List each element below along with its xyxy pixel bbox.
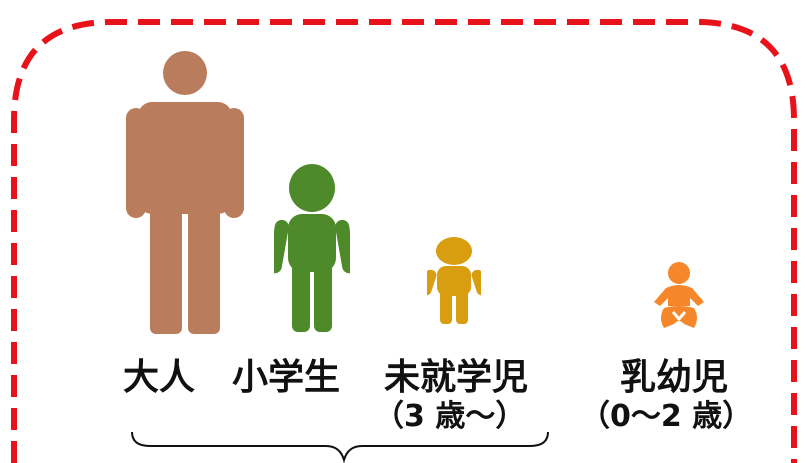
adult-person-icon [126, 51, 244, 334]
label-infant-age: （0～2 歳） [580, 399, 753, 434]
label-adult: 大人 [123, 357, 196, 398]
infant-baby-icon [654, 262, 704, 328]
label-elementary: 小学生 [232, 357, 341, 398]
label-preschool-age: （3 歳～） [374, 399, 526, 434]
preschool-toddler-icon [427, 237, 481, 324]
label-preschool: 未就学児 [384, 357, 529, 398]
elementary-child-icon [274, 164, 350, 332]
label-infant: 乳幼児 [620, 357, 729, 398]
